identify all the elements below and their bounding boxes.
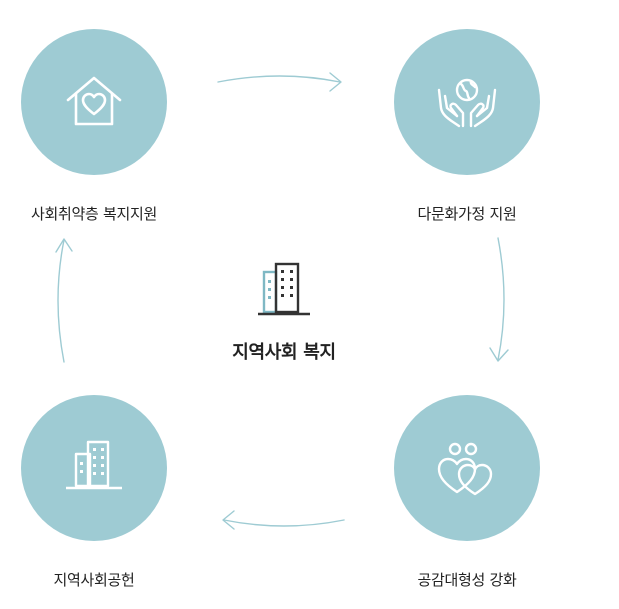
- arrow-top: [217, 75, 341, 83]
- arrowhead-bottom: [222, 510, 235, 530]
- node-circle: [21, 29, 167, 175]
- house-heart-icon: [66, 76, 122, 126]
- hands-globe-icon: [437, 78, 497, 128]
- arrow-bottom: [223, 519, 345, 527]
- arrow-left: [57, 239, 65, 363]
- node-community-contribution: 지역사회공헌: [19, 395, 169, 590]
- building-icon: [66, 440, 122, 490]
- node-multicultural-support: 다문화가정 지원: [392, 29, 542, 224]
- node-label: 사회취약층 복지지원: [31, 205, 157, 223]
- people-hearts-icon: [437, 442, 493, 496]
- building-icon: [258, 262, 310, 316]
- arrowhead-right: [489, 347, 509, 362]
- node-label: 공감대형성 강화: [417, 571, 517, 589]
- node-label: 지역사회공헌: [53, 571, 135, 589]
- node-circle: [21, 395, 167, 541]
- node-circle: [394, 395, 540, 541]
- arrowhead-top: [329, 72, 342, 92]
- node-circle: [394, 29, 540, 175]
- node-vulnerable-welfare: 사회취약층 복지지원: [19, 29, 169, 224]
- center-node: 지역사회 복지: [209, 258, 359, 364]
- node-empathy-building: 공감대형성 강화: [392, 395, 542, 590]
- node-label: 다문화가정 지원: [417, 205, 517, 223]
- arrowhead-left: [55, 238, 73, 253]
- arrow-right: [497, 237, 505, 361]
- center-title: 지역사회 복지: [232, 342, 336, 363]
